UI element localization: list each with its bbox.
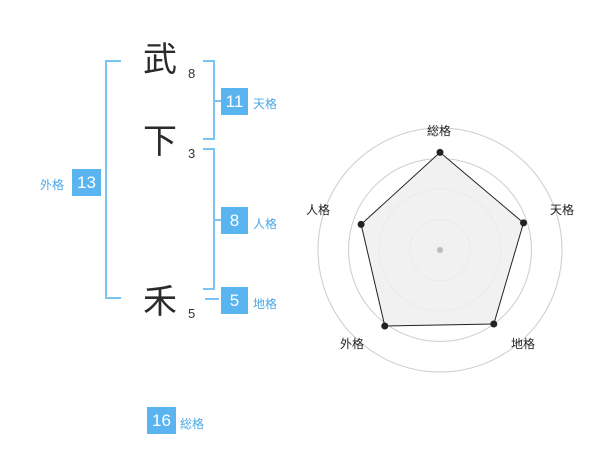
radar-label-tenkaku: 天格	[550, 203, 575, 217]
radar-point-4	[357, 220, 365, 228]
char-2-strokes: 3	[188, 146, 196, 161]
jinkaku-label: 人格	[253, 217, 278, 231]
char-3: 禾	[143, 282, 177, 322]
radar-point-0	[436, 148, 444, 156]
radar-label-jinkaku: 人格	[306, 203, 331, 217]
jinkaku-badge: 8	[221, 207, 248, 234]
radar-point-1	[520, 219, 528, 227]
radar-point-2	[490, 320, 498, 328]
char-3-strokes: 5	[188, 306, 196, 321]
jinkaku-bracket	[203, 148, 215, 290]
chikaku-bracket	[205, 298, 219, 300]
tenkaku-bracket-tick	[215, 100, 221, 102]
soukaku-label: 総格	[180, 417, 205, 431]
tenkaku-bracket	[203, 60, 215, 140]
chikaku-badge: 5	[221, 287, 248, 314]
tenkaku-label: 天格	[253, 97, 278, 111]
char-1: 武	[143, 40, 177, 80]
outer-bracket	[105, 60, 121, 299]
radar-points	[357, 148, 528, 330]
tenkaku-badge: 11	[221, 88, 248, 115]
jinkaku-bracket-tick	[215, 219, 221, 221]
gaikaku-badge: 13	[72, 169, 101, 196]
radar-point-3	[381, 322, 389, 330]
soukaku-badge: 16	[147, 407, 176, 434]
radar-center-dot	[437, 247, 443, 253]
radar-label-soukaku: 総格	[427, 124, 452, 138]
radar-area	[360, 151, 525, 327]
radar-label-chikaku: 地格	[511, 337, 536, 351]
radar-label-gaikaku: 外格	[340, 337, 365, 351]
char-2: 下	[143, 122, 177, 162]
gaikaku-label: 外格	[40, 178, 65, 192]
char-1-strokes: 8	[188, 66, 196, 81]
chikaku-label: 地格	[253, 297, 278, 311]
